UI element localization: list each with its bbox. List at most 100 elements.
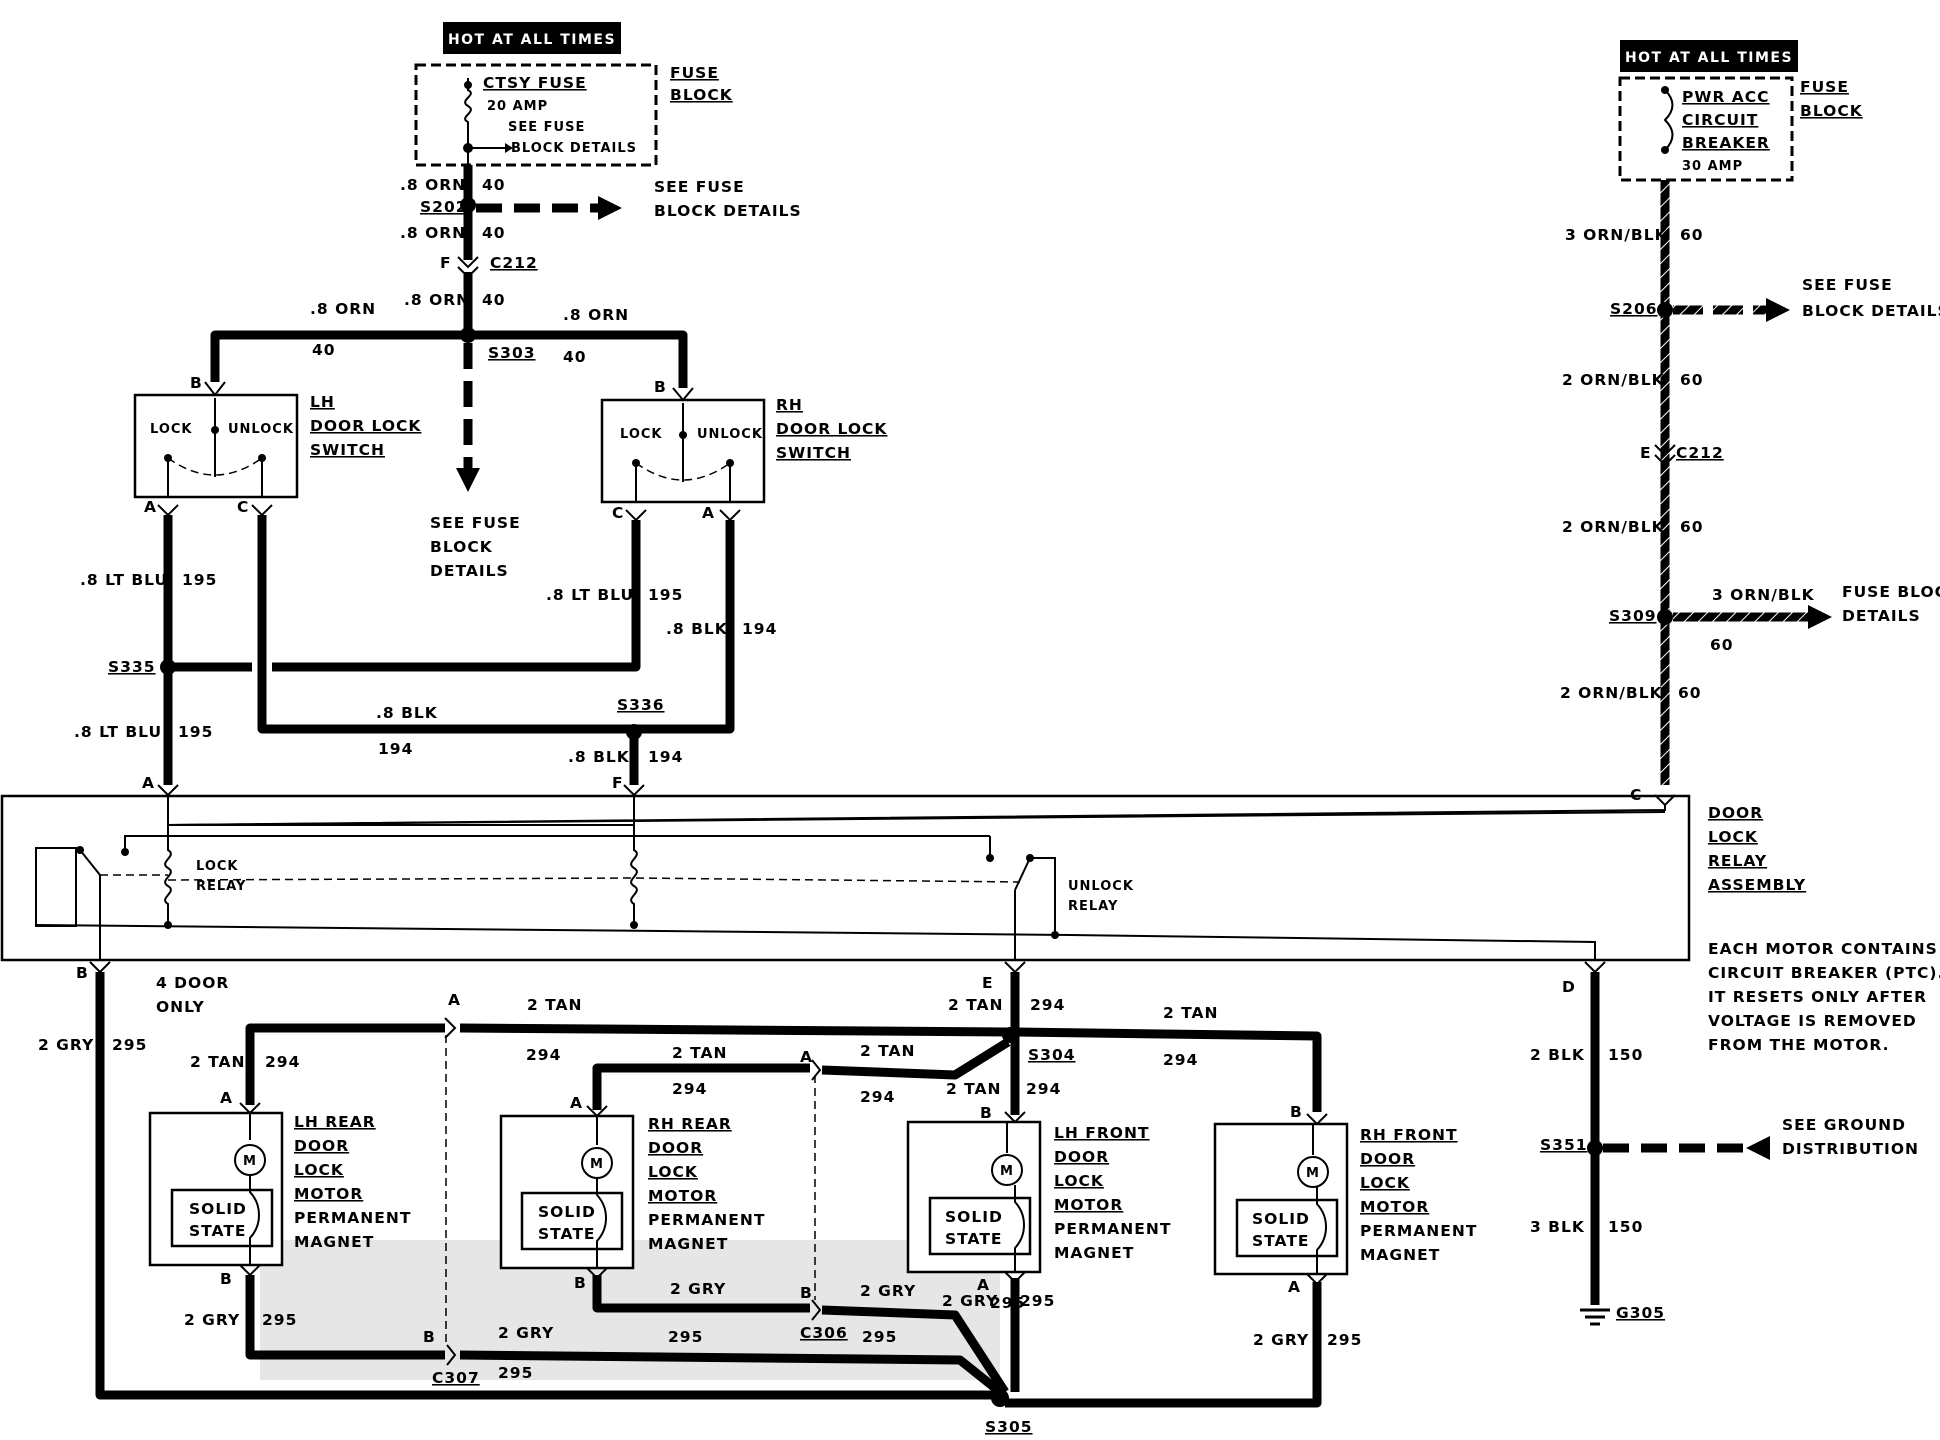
wire-label-tan-e: 2 TAN	[948, 996, 1004, 1014]
ptc-note: EACH MOTOR CONTAINS A CIRCUIT BREAKER (P…	[1708, 940, 1940, 1054]
rh-switch-connector-a	[719, 509, 741, 522]
relay-coil-bottom-bus	[35, 924, 1071, 936]
circuit-label-295-c306: 295	[862, 1328, 897, 1346]
wire-tan-294-rhf	[1014, 1027, 1322, 1112]
lh-switch-name-3: SWITCH	[310, 441, 385, 459]
wire-label-gry-c306: 2 GRY	[860, 1282, 916, 1300]
see-fuse-s206-2: BLOCK DETAILS	[1802, 302, 1940, 320]
hot-at-all-times-label-right: HOT AT ALL TIMES	[1625, 50, 1793, 66]
wire-label-tan-mid: 2 TAN	[672, 1044, 728, 1062]
connector-c212-right-symbol	[1654, 444, 1676, 467]
connector-a-mid-symbol	[811, 1059, 822, 1081]
relay-bus-main	[167, 811, 1666, 826]
hot-at-all-times-badge-left	[443, 22, 621, 54]
motor-rh-rear-ss-2: STATE	[538, 1225, 596, 1243]
motor-rh-rear-name-5: PERMANENT	[648, 1211, 765, 1229]
wire-label-orn-1: .8 ORN	[400, 176, 466, 194]
breaker-amp: 30 AMP	[1682, 159, 1743, 174]
lock-relay-coil	[164, 825, 172, 925]
motor-rh-rear-name-3: LOCK	[648, 1163, 698, 1181]
wire-gry-295-rhr-2	[821, 1305, 1009, 1395]
see-ground-2: DISTRIBUTION	[1782, 1140, 1919, 1158]
circuit-label-60-3: 60	[1680, 518, 1704, 536]
motor-lh-rear-name-1: LH REAR	[294, 1113, 376, 1131]
see-fuse-down-1: SEE FUSE	[430, 514, 521, 532]
relay-armature-link-long	[167, 877, 1021, 883]
wire-orn-to-lh-switch	[210, 330, 468, 382]
lock-relay-arm	[79, 849, 101, 876]
circuit-label-195-1: 195	[182, 571, 217, 589]
splice-s309-label: S309	[1609, 607, 1657, 625]
motor-rh-rear-name-4: MOTOR	[648, 1187, 717, 1205]
left-fuse-block: HOT AT ALL TIMES FUSE BLOCK CTSY FUSE 20…	[414, 22, 733, 167]
breaker-top-node	[1661, 86, 1669, 94]
wire-gry-295-rhf	[1005, 1282, 1322, 1408]
see-fuse-block-1: SEE FUSE	[654, 178, 745, 196]
circuit-label-294-mid: 294	[672, 1080, 707, 1098]
wire-tan-294-rhr-2	[821, 1038, 1011, 1080]
motor-lh-rear-name-2: DOOR	[294, 1137, 349, 1155]
motor-rh-front: B M SOLID STATE A RH FRONT DOOR LOCK MOT…	[1213, 1103, 1476, 1296]
see-fuse-inner-2: BLOCK DETAILS	[511, 141, 637, 156]
connector-b-c307: B	[423, 1328, 436, 1346]
relay-node-1	[164, 921, 172, 929]
fuse-block-label-left-2: BLOCK	[670, 86, 733, 104]
lh-switch-pin-a: A	[144, 498, 157, 516]
splice-s206-label: S206	[1610, 300, 1658, 318]
fuse-block-label-right: FUSE	[1800, 78, 1849, 96]
motor-rh-rear-connector-b	[586, 1267, 608, 1280]
wire-label-gry-lhr: 2 GRY	[184, 1311, 240, 1329]
splice-s303-label: S303	[488, 344, 536, 362]
wire-tan-294-top-2	[459, 1023, 1009, 1037]
connector-a-lhf: A	[977, 1276, 990, 1294]
relay-connector-b	[89, 961, 111, 974]
relay-to-d-feed	[1069, 934, 1596, 960]
rh-switch-lock-label: LOCK	[620, 427, 663, 442]
wire-tan-294-rhr	[592, 1063, 810, 1110]
wire-label-orn-blk-2: 2 ORN/BLK	[1562, 371, 1665, 389]
arrow-fuse-block-details	[598, 196, 622, 220]
circuit-label-295-lhf: 295	[1020, 1292, 1055, 1310]
motor-rh-front-connector-a	[1306, 1273, 1328, 1286]
connector-c306-label: C306	[800, 1324, 848, 1342]
splice-s202-label: S202	[420, 198, 468, 216]
circuit-label-40-right: 40	[563, 348, 587, 366]
circuit-breaker-icon	[1663, 89, 1674, 151]
motor-rh-front-connector-b	[1306, 1113, 1328, 1126]
see-fuse-inner-1: SEE FUSE	[508, 120, 585, 135]
motor-lh-rear-name-3: LOCK	[294, 1161, 344, 1179]
fuse-block-outline-right	[1618, 76, 1794, 182]
lh-switch-common-dot	[211, 426, 219, 434]
motor-lh-front-m: M	[1000, 1164, 1014, 1179]
motor-rh-front-name-2: DOOR	[1360, 1150, 1415, 1168]
relay-pin-a: A	[142, 774, 155, 792]
unlock-relay-label-2: RELAY	[1068, 899, 1118, 914]
motor-lh-rear-breaker	[249, 1175, 260, 1265]
motor-lh-front-motor-icon	[991, 1154, 1023, 1186]
breaker-label-2: CIRCUIT	[1682, 111, 1758, 129]
relay-assembly-label-4: ASSEMBLY	[1708, 876, 1806, 894]
wire-label-blk-f: .8 BLK	[568, 748, 630, 766]
four-door-only-1: 4 DOOR	[156, 974, 229, 992]
lh-switch-name-2: DOOR LOCK	[310, 417, 421, 435]
circuit-label-195-2: 195	[178, 723, 213, 741]
lh-switch-pin-b: B	[190, 374, 203, 392]
see-ground-1: SEE GROUND	[1782, 1116, 1906, 1134]
relay-connector-d	[1584, 961, 1606, 974]
motor-rh-front-name-4: MOTOR	[1360, 1198, 1429, 1216]
motor-lh-rear-m: M	[243, 1154, 257, 1169]
unlock-relay-arm	[1014, 857, 1031, 891]
rh-switch-unlock-label: UNLOCK	[697, 427, 763, 442]
note-line-3: IT RESETS ONLY AFTER	[1708, 988, 1927, 1006]
connector-b-c306: B	[800, 1284, 813, 1302]
fuse-block-details-1: FUSE BLOCK	[1842, 583, 1940, 601]
rh-door-lock-switch: B LOCK UNLOCK RH DOOR LOCK SWITCH C A	[600, 378, 886, 522]
connector-c212-left-label: C212	[490, 254, 538, 272]
splice-s335-label: S335	[108, 658, 156, 676]
lh-switch-connector-top	[204, 381, 226, 397]
circuit-label-295-c307: 295	[668, 1328, 703, 1346]
circuit-label-60-branch: 60	[1710, 636, 1734, 654]
motor-lh-rear-connector-b	[239, 1264, 261, 1277]
relay-connector-e	[1004, 961, 1026, 974]
connector-a-mid: A	[800, 1048, 813, 1066]
